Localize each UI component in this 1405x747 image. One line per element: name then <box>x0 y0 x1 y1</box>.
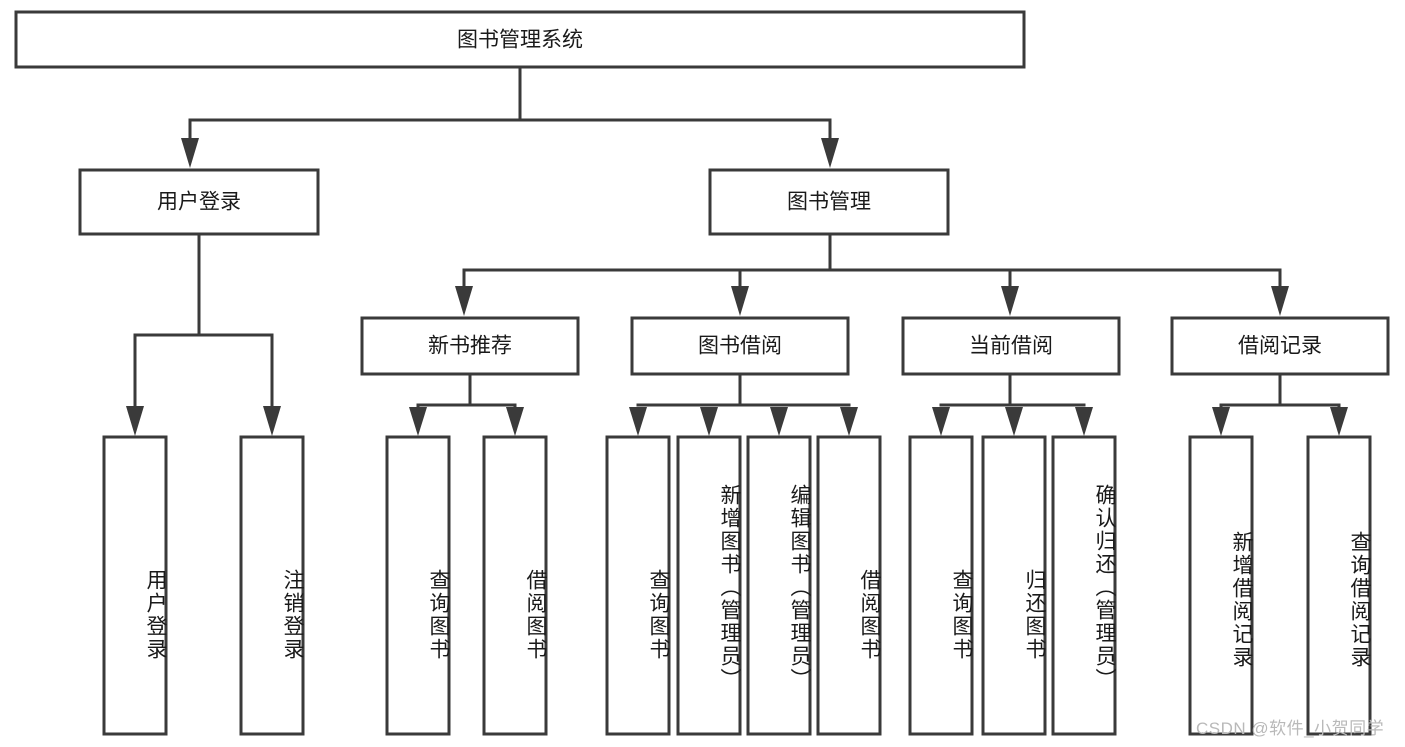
node-book-manage-box[interactable] <box>708 168 950 236</box>
connector-group-current-borrow-to-leaves <box>932 372 1093 436</box>
node-book-manage-label: 图书管理 <box>787 191 871 214</box>
node-borrow-record-box[interactable] <box>1170 316 1390 376</box>
arrow-head-leaf-return-book <box>1005 407 1023 436</box>
node-book-manage[interactable]: 图书管理 <box>708 168 950 236</box>
connector-group-book-borrow-to-leaves <box>629 372 858 436</box>
csdn-watermark: CSDN @软件_小贺同学 <box>1196 719 1385 738</box>
node-new-book-recommend[interactable]: 新书推荐 <box>360 316 580 376</box>
arrow-head-borrow-record <box>1271 286 1289 316</box>
leaf-box-edit-book[interactable] <box>746 435 812 736</box>
node-new-book-recommend-label: 新书推荐 <box>428 335 512 358</box>
arrow-head-user-login <box>181 138 199 168</box>
leaf-box-add-book[interactable] <box>676 435 742 736</box>
arrow-head-leaf-query-book-b <box>629 407 647 436</box>
arrow-head-leaf-query-record <box>1330 407 1348 436</box>
arrow-head-current-borrow <box>1001 286 1019 316</box>
node-borrow-record-label: 借阅记录 <box>1238 335 1322 358</box>
arrow-head-leaf-edit-book <box>770 407 788 436</box>
arrow-head-book-borrow <box>731 286 749 316</box>
leaf-box-query-record[interactable] <box>1306 435 1372 736</box>
arrow-head-leaf-borrow-book-a <box>506 407 524 436</box>
leaf-box-query-book-b[interactable] <box>605 435 671 736</box>
connector-group-new-book-recommend-to-leaves <box>409 372 524 436</box>
arrow-head-leaf-add-book <box>700 407 718 436</box>
arrow-head-leaf-confirm-return <box>1075 407 1093 436</box>
leaf-box-query-book-c[interactable] <box>908 435 974 736</box>
node-current-borrow[interactable]: 当前借阅 <box>901 316 1121 376</box>
arrow-head-book-manage <box>821 138 839 168</box>
leaf-box-return-book[interactable] <box>981 435 1047 736</box>
leaf-box-borrow-book-b[interactable] <box>816 435 882 736</box>
arrow-head-leaf-add-record <box>1212 407 1230 436</box>
node-user-login-box[interactable] <box>78 168 320 236</box>
node-user-login[interactable]: 用户登录 <box>78 168 320 236</box>
node-book-borrow[interactable]: 图书借阅 <box>630 316 850 376</box>
node-borrow-record[interactable]: 借阅记录 <box>1170 316 1390 376</box>
node-current-borrow-box[interactable] <box>901 316 1121 376</box>
arrow-head-leaf-logout-login <box>263 406 281 436</box>
arrow-head-new-book-recommend <box>455 286 473 316</box>
connector-group-user-login-to-leaves <box>126 232 281 436</box>
node-root[interactable]: 图书管理系统 <box>14 10 1026 69</box>
leaf-box-add-record[interactable] <box>1188 435 1254 736</box>
node-root-box[interactable] <box>14 10 1026 69</box>
connector-group-root-to-level2 <box>181 65 839 168</box>
node-root-label: 图书管理系统 <box>457 29 583 52</box>
node-book-borrow-box[interactable] <box>630 316 850 376</box>
leaf-boxes <box>102 435 1372 736</box>
node-current-borrow-label: 当前借阅 <box>969 335 1053 358</box>
node-new-book-recommend-box[interactable] <box>360 316 580 376</box>
arrow-head-leaf-user-login <box>126 406 144 436</box>
node-book-borrow-label: 图书借阅 <box>698 335 782 358</box>
leaf-box-confirm-return[interactable] <box>1051 435 1117 736</box>
leaf-box-logout-login[interactable] <box>239 435 305 736</box>
leaf-box-borrow-book-a[interactable] <box>482 435 548 736</box>
arrow-head-leaf-borrow-book-b <box>840 407 858 436</box>
connector-group-book-manage-to-level3 <box>455 232 1289 316</box>
node-user-login-label: 用户登录 <box>157 191 241 214</box>
leaf-box-query-book-a[interactable] <box>385 435 451 736</box>
arrow-head-leaf-query-book-a <box>409 407 427 436</box>
connector-group-borrow-record-to-leaves <box>1212 372 1348 436</box>
leaf-box-user-login[interactable] <box>102 435 168 736</box>
arrow-head-leaf-query-book-c <box>932 407 950 436</box>
